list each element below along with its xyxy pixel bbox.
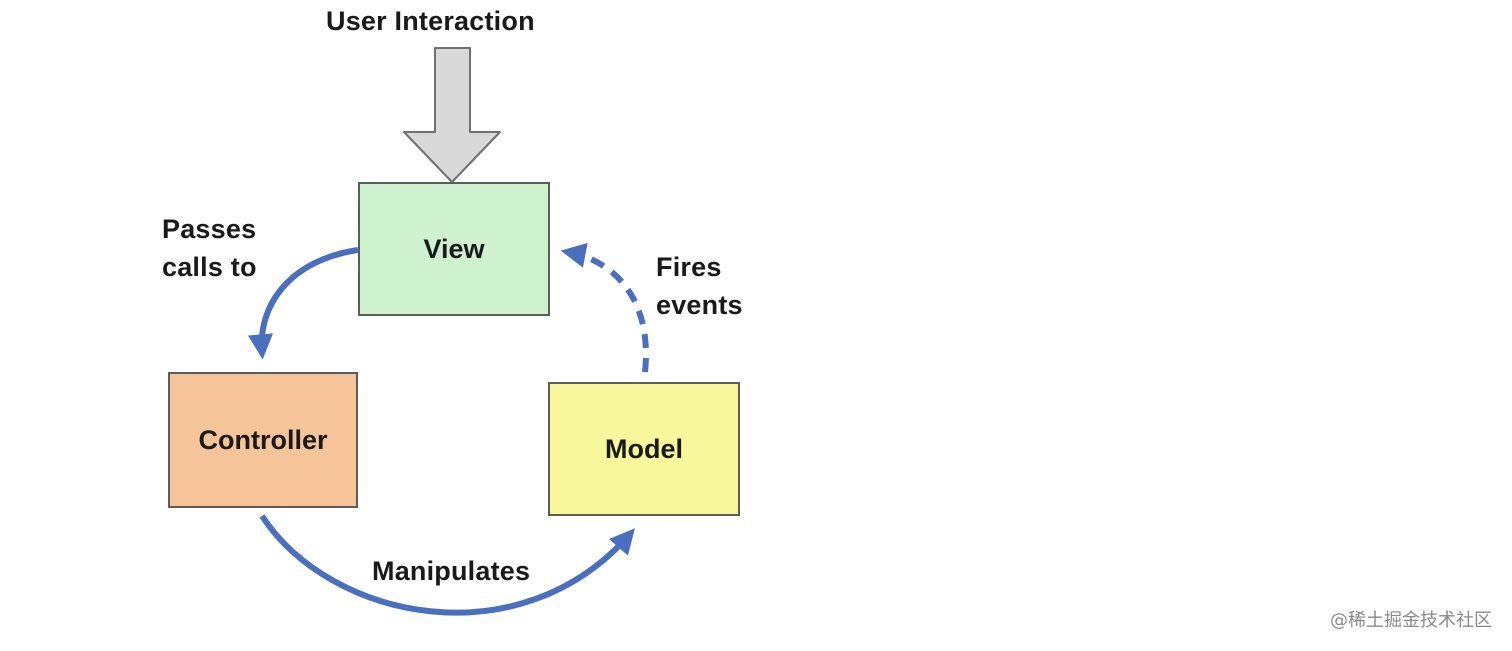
- passes-calls-arrow: [247, 247, 359, 360]
- model-box: Model: [548, 382, 740, 516]
- controller-box: Controller: [168, 372, 358, 508]
- fires-events-line-1: Fires: [656, 252, 722, 282]
- passes-calls-line-1: Passes: [162, 214, 257, 244]
- fires-events-arrow: [560, 242, 649, 373]
- view-box: View: [358, 182, 550, 316]
- passes-calls-label: Passes calls to: [162, 210, 292, 286]
- fires-events-line-2: events: [656, 290, 743, 320]
- user-interaction-label: User Interaction: [326, 6, 535, 36]
- source-watermark: @稀土掘金技术社区: [1330, 610, 1492, 631]
- model-label: Model: [605, 433, 683, 464]
- controller-label: Controller: [198, 424, 328, 455]
- user-interaction-arrow: [403, 47, 501, 183]
- manipulates-arrow: [259, 514, 635, 616]
- passes-calls-line-2: calls to: [162, 252, 257, 282]
- fires-events-label: Fires events: [656, 248, 776, 324]
- manipulates-label: Manipulates: [372, 556, 531, 586]
- view-label: View: [423, 233, 485, 264]
